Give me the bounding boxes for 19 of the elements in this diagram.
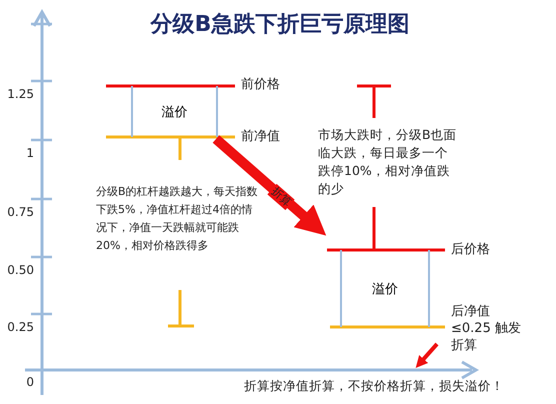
premium-gap: [340, 250, 430, 327]
diagram-title: 分级B急跌下折巨亏原理图: [149, 11, 410, 39]
annotation-text: 市场大跌时，分级B也面临大跌，每日最多一个跌停10%，相对净值跌的少: [318, 126, 458, 198]
line-label: 后价格: [451, 241, 491, 258]
axis-tick-label: 0: [25, 374, 34, 391]
line-label: 后净值 ≤0.25 触发折算: [451, 303, 522, 354]
axis-tick-label: 0.50: [6, 262, 34, 279]
axis-tick-label: 1.25: [6, 86, 34, 103]
warning-text: 折算按净值折算，不按价格折算，损失溢价！: [244, 377, 505, 394]
axis-tick-label: 1: [25, 145, 34, 162]
node-label: 溢价: [372, 280, 398, 298]
axis-tick-label: 0.25: [6, 319, 34, 336]
line-label: 前净值: [241, 128, 281, 145]
annotation-text: 分级B的杠杆越跌越大，每天指数下跌5%，净值杠杆超过4倍的情况下，净值一天跌幅就可能跌20%，相对价格跌得多: [96, 184, 259, 254]
axis-tick-label: 0.75: [6, 204, 34, 221]
line-label: 前价格: [241, 76, 281, 93]
arrow: [212, 135, 326, 236]
premium-gap: [131, 86, 218, 137]
node-label: 溢价: [162, 104, 188, 120]
